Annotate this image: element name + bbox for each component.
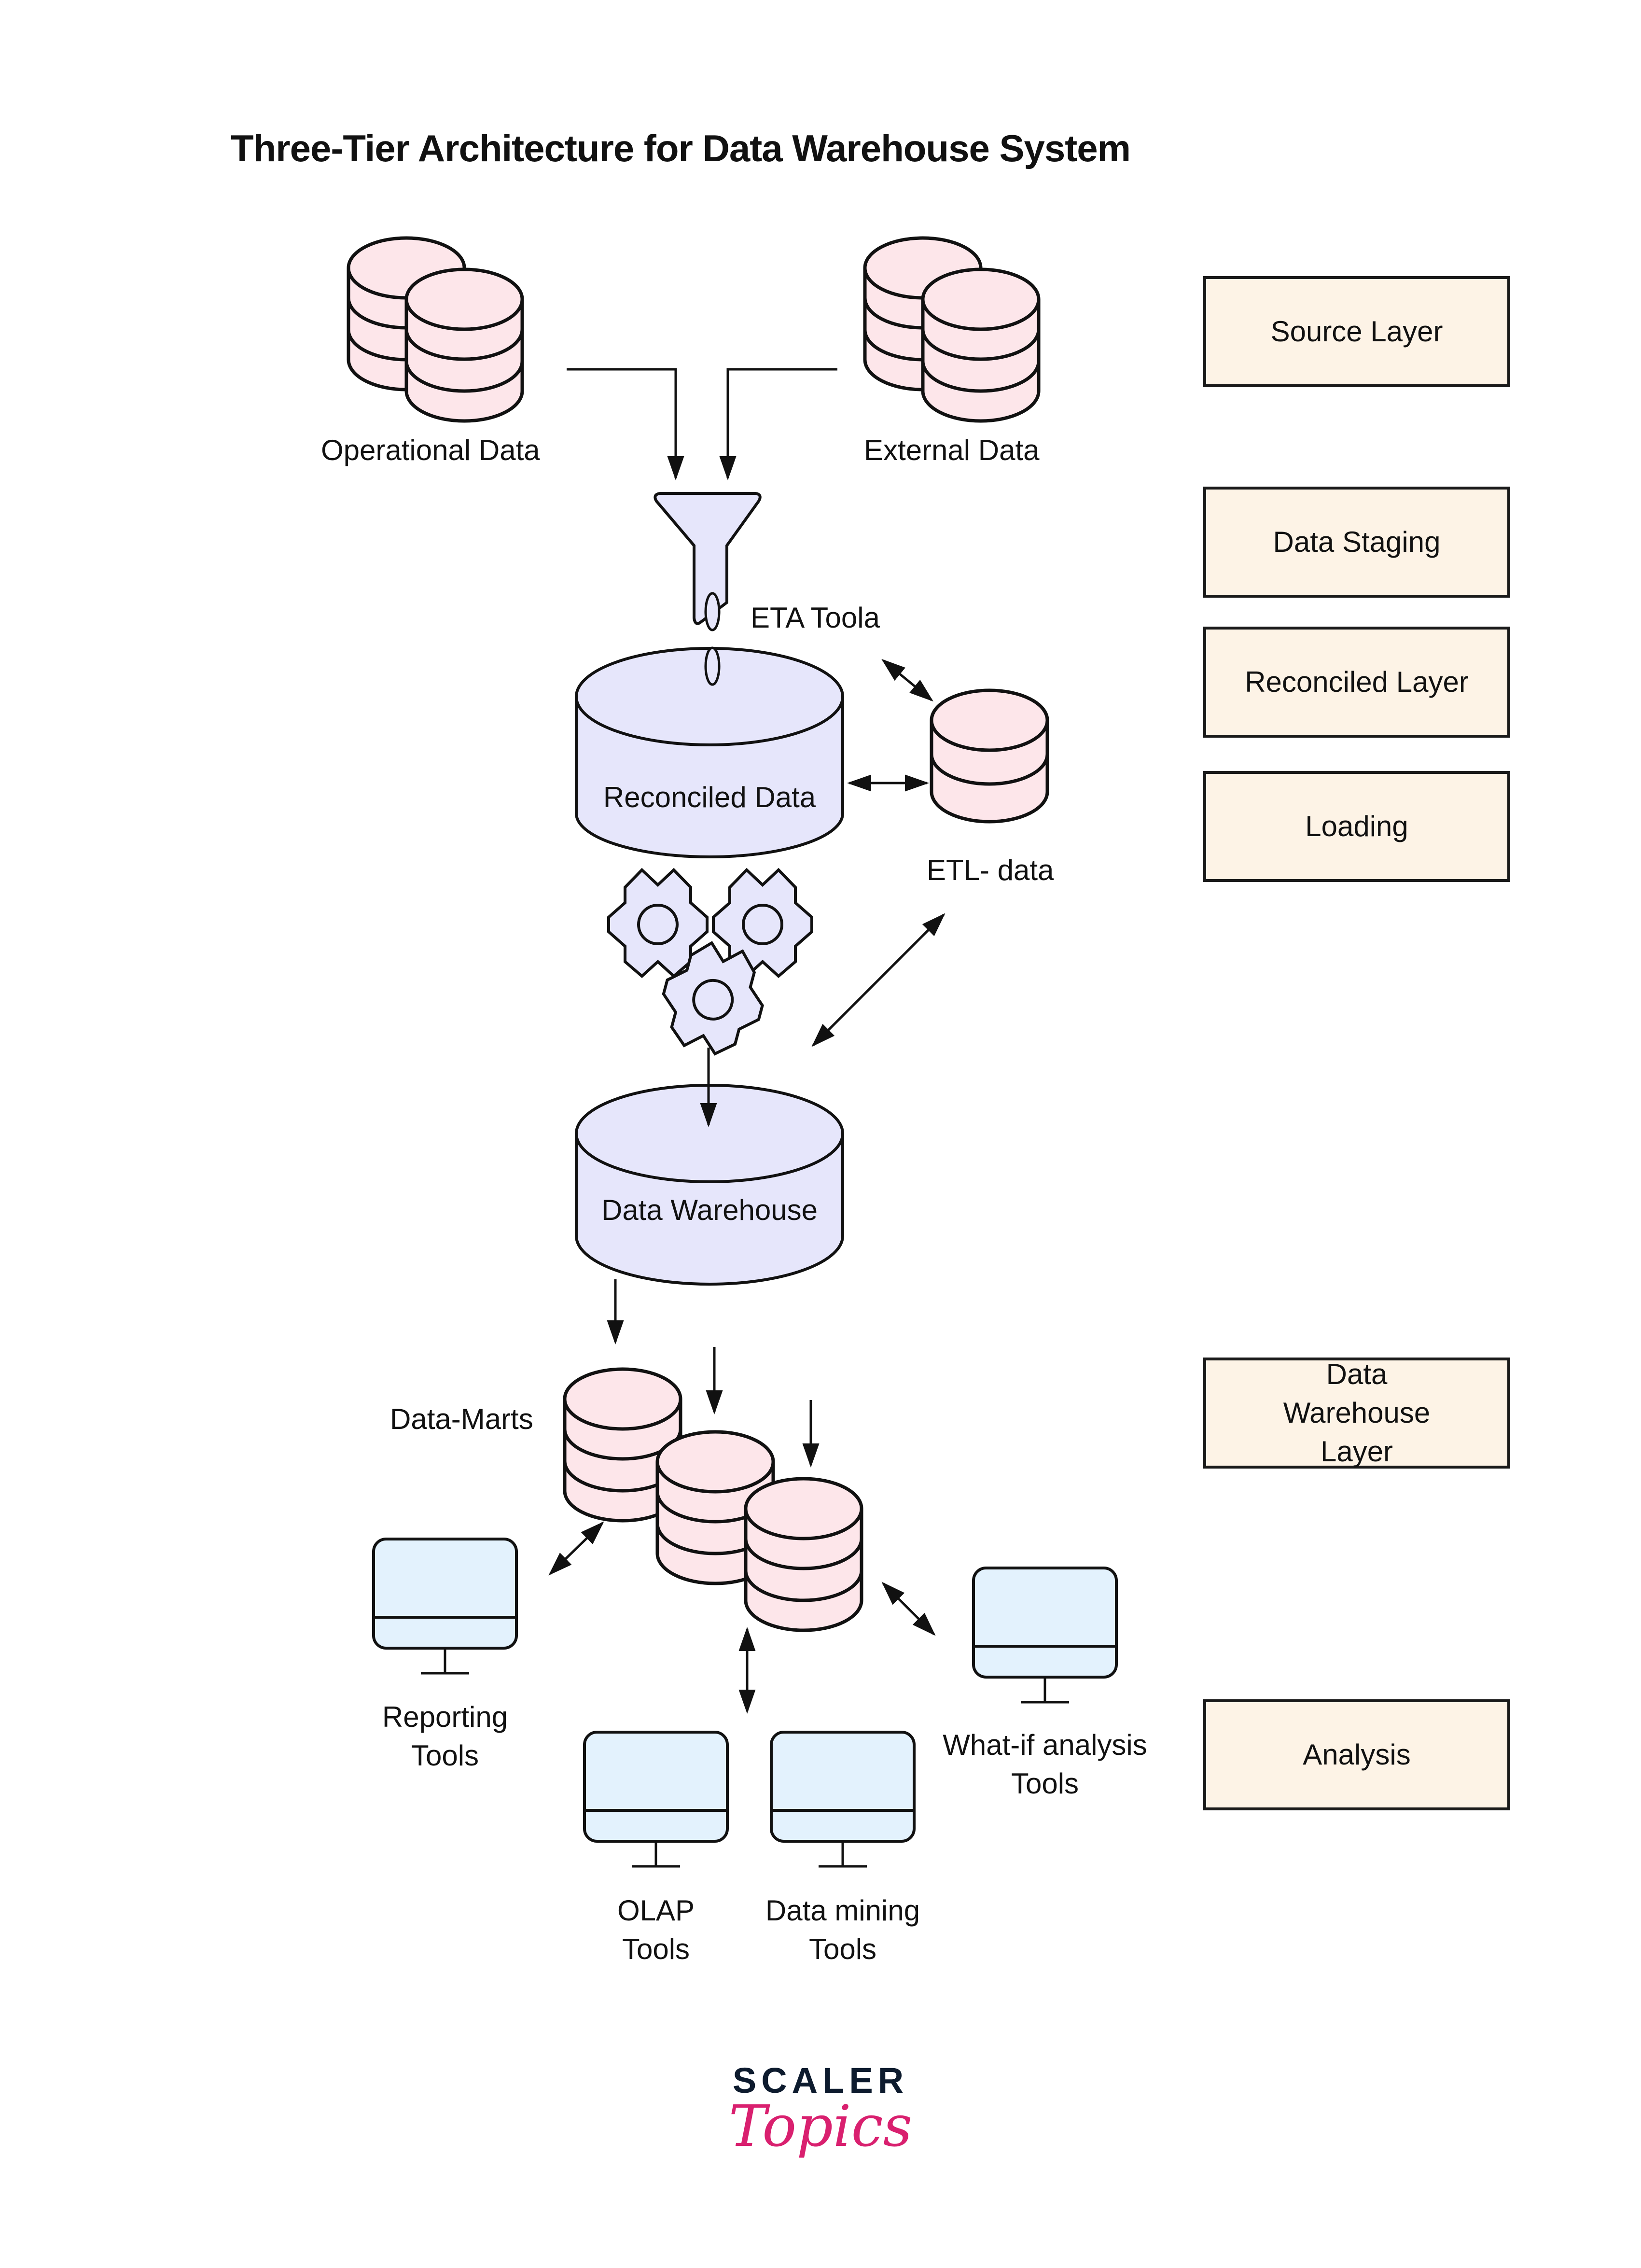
operational-data-db-icon bbox=[348, 238, 522, 421]
gear-icon bbox=[662, 941, 764, 1056]
funnel-icon bbox=[654, 492, 762, 625]
logo-brand: SCALER bbox=[732, 2060, 909, 2100]
external-data-db-icon bbox=[865, 238, 1039, 421]
layer-box-loading: Loading bbox=[1203, 771, 1510, 882]
reporting-tools-monitor-icon bbox=[374, 1539, 516, 1673]
reporting-tools-line-2: Tools bbox=[411, 1739, 479, 1772]
olap-tools-line-2: Tools bbox=[622, 1933, 690, 1965]
scaler-topics-logo: SCALER Topics bbox=[724, 2060, 917, 2159]
layer-box-source: Source Layer bbox=[1203, 276, 1510, 387]
data-warehouse-label: Data Warehouse bbox=[601, 1194, 818, 1226]
eta-tools-label: ETA Toola bbox=[751, 602, 880, 634]
olap-tools-line-1: OLAP bbox=[617, 1894, 695, 1927]
data-marts-label: Data-Marts bbox=[390, 1403, 533, 1435]
layer-box-analysis: Analysis bbox=[1203, 1699, 1510, 1810]
layer-label: Loading bbox=[1305, 810, 1408, 842]
reporting-tools-line-1: Reporting bbox=[382, 1701, 508, 1733]
data-mart-db-icon bbox=[746, 1479, 862, 1630]
what-if-tools-monitor-icon bbox=[973, 1568, 1116, 1702]
warehouse-to-marts-arrows bbox=[607, 1279, 820, 1468]
etl-bidirectional-arrows bbox=[811, 658, 946, 1047]
data-mining-tools-label: Data mining Tools bbox=[746, 1891, 939, 1969]
layer-box-data-warehouse: Data Warehouse Layer bbox=[1203, 1358, 1510, 1469]
etl-data-db-icon bbox=[930, 688, 1049, 824]
data-mining-tools-line-2: Tools bbox=[808, 1933, 877, 1965]
layer-box-data-staging: Data Staging bbox=[1203, 487, 1510, 598]
data-warehouse-cylinder bbox=[575, 1084, 844, 1286]
what-if-tools-label: What-if analysis Tools bbox=[924, 1726, 1166, 1803]
gear-icon bbox=[712, 868, 813, 979]
operational-data-label: Operational Data bbox=[321, 434, 540, 466]
layer-label: Analysis bbox=[1303, 1738, 1411, 1771]
etl-data-label: ETL- data bbox=[927, 854, 1054, 886]
data-drop-icon bbox=[704, 592, 721, 631]
marts-to-tools-arrows bbox=[548, 1521, 936, 1714]
reconciled-data-label: Reconciled Data bbox=[603, 781, 816, 813]
reconciled-data-cylinder bbox=[575, 647, 844, 858]
reporting-tools-label: Reporting Tools bbox=[348, 1698, 542, 1775]
olap-tools-monitor-icon bbox=[584, 1732, 727, 1866]
logo-sub: Topics bbox=[728, 2093, 913, 2159]
data-mining-tools-line-1: Data mining bbox=[765, 1894, 920, 1927]
diagram-title: Three-Tier Architecture for Data Warehou… bbox=[0, 126, 1641, 170]
what-if-tools-line-1: What-if analysis bbox=[943, 1729, 1147, 1761]
what-if-tools-line-2: Tools bbox=[1011, 1767, 1079, 1800]
layer-box-reconciled: Reconciled Layer bbox=[1203, 627, 1510, 738]
layer-label: Reconciled Layer bbox=[1245, 666, 1469, 698]
layer-label: Data Warehouse Layer bbox=[1283, 1358, 1431, 1468]
data-mining-tools-monitor-icon bbox=[771, 1732, 914, 1866]
layer-label: Source Layer bbox=[1270, 315, 1443, 348]
source-to-staging-arrows bbox=[567, 368, 837, 480]
olap-tools-label: OLAP Tools bbox=[559, 1891, 752, 1969]
layer-label: Data Staging bbox=[1273, 526, 1441, 558]
external-data-label: External Data bbox=[864, 434, 1040, 466]
title-text: Three-Tier Architecture for Data Warehou… bbox=[230, 127, 1131, 169]
